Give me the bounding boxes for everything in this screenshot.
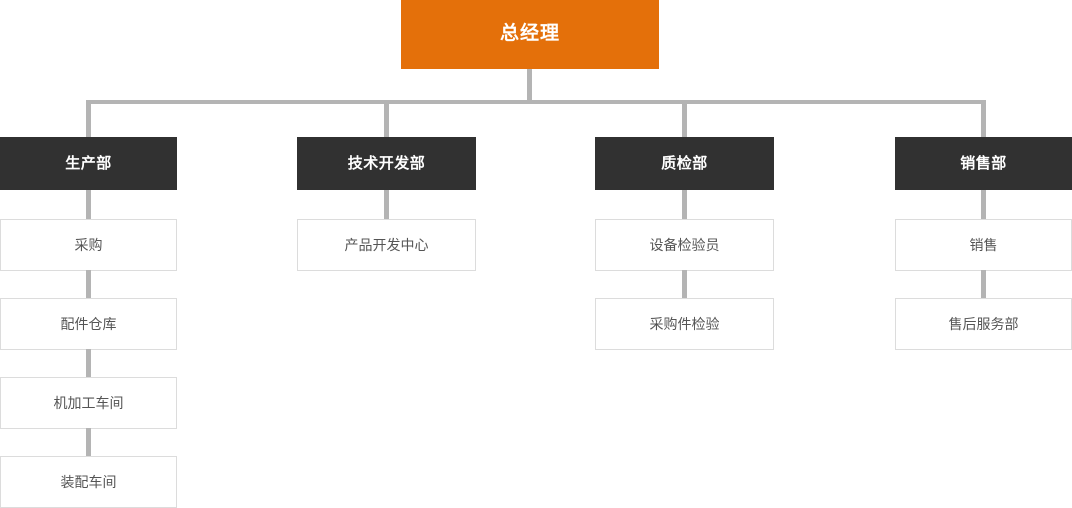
connector-dept3-child1-to-child2 bbox=[682, 270, 687, 299]
node-label: 配件仓库 bbox=[60, 315, 117, 332]
node-label: 设备检验员 bbox=[649, 236, 720, 253]
node-label: 质检部 bbox=[661, 154, 708, 172]
connector-horizontal-bus bbox=[86, 100, 985, 104]
connector-dept4-child1-to-child2 bbox=[981, 270, 986, 299]
node-label: 产品开发中心 bbox=[344, 236, 429, 253]
connector-dept1-child1-to-child2 bbox=[86, 270, 91, 299]
node-label: 销售 bbox=[969, 236, 998, 253]
connector-dept1-child2-to-child3 bbox=[86, 349, 91, 378]
node-sub-after-sales-service[interactable]: 售后服务部 bbox=[895, 298, 1072, 350]
node-label: 采购件检验 bbox=[649, 315, 720, 332]
connector-dept3-to-child1 bbox=[682, 190, 687, 220]
connector-dept1-to-child1 bbox=[86, 190, 91, 220]
node-dept-technology-development[interactable]: 技术开发部 bbox=[297, 137, 476, 190]
connector-root-stem bbox=[527, 69, 532, 102]
connector-dept1-child3-to-child4 bbox=[86, 428, 91, 457]
node-label: 采购 bbox=[74, 236, 103, 253]
node-label: 机加工车间 bbox=[53, 394, 124, 411]
connector-bus-to-dept-3 bbox=[682, 100, 687, 138]
connector-dept4-to-child1 bbox=[981, 190, 986, 220]
node-sub-purchasing[interactable]: 采购 bbox=[0, 219, 177, 271]
node-sub-purchased-parts-inspection[interactable]: 采购件检验 bbox=[595, 298, 774, 350]
node-label: 装配车间 bbox=[60, 473, 117, 490]
node-dept-sales[interactable]: 销售部 bbox=[895, 137, 1072, 190]
node-sub-assembly-workshop[interactable]: 装配车间 bbox=[0, 456, 177, 508]
node-sub-machining-workshop[interactable]: 机加工车间 bbox=[0, 377, 177, 429]
node-sub-sales[interactable]: 销售 bbox=[895, 219, 1072, 271]
node-sub-parts-warehouse[interactable]: 配件仓库 bbox=[0, 298, 177, 350]
node-label: 总经理 bbox=[499, 23, 560, 45]
node-sub-product-development-center[interactable]: 产品开发中心 bbox=[297, 219, 476, 271]
node-root-general-manager[interactable]: 总经理 bbox=[401, 0, 659, 69]
node-label: 技术开发部 bbox=[347, 154, 426, 172]
node-label: 销售部 bbox=[960, 154, 1007, 172]
node-dept-production[interactable]: 生产部 bbox=[0, 137, 177, 190]
connector-bus-to-dept-1 bbox=[86, 100, 91, 138]
connector-bus-to-dept-2 bbox=[384, 100, 389, 138]
node-label: 售后服务部 bbox=[948, 315, 1019, 332]
node-sub-equipment-inspector[interactable]: 设备检验员 bbox=[595, 219, 774, 271]
connector-dept2-to-child1 bbox=[384, 190, 389, 220]
node-label: 生产部 bbox=[65, 154, 112, 172]
connector-bus-to-dept-4 bbox=[981, 100, 986, 138]
node-dept-quality-inspection[interactable]: 质检部 bbox=[595, 137, 774, 190]
